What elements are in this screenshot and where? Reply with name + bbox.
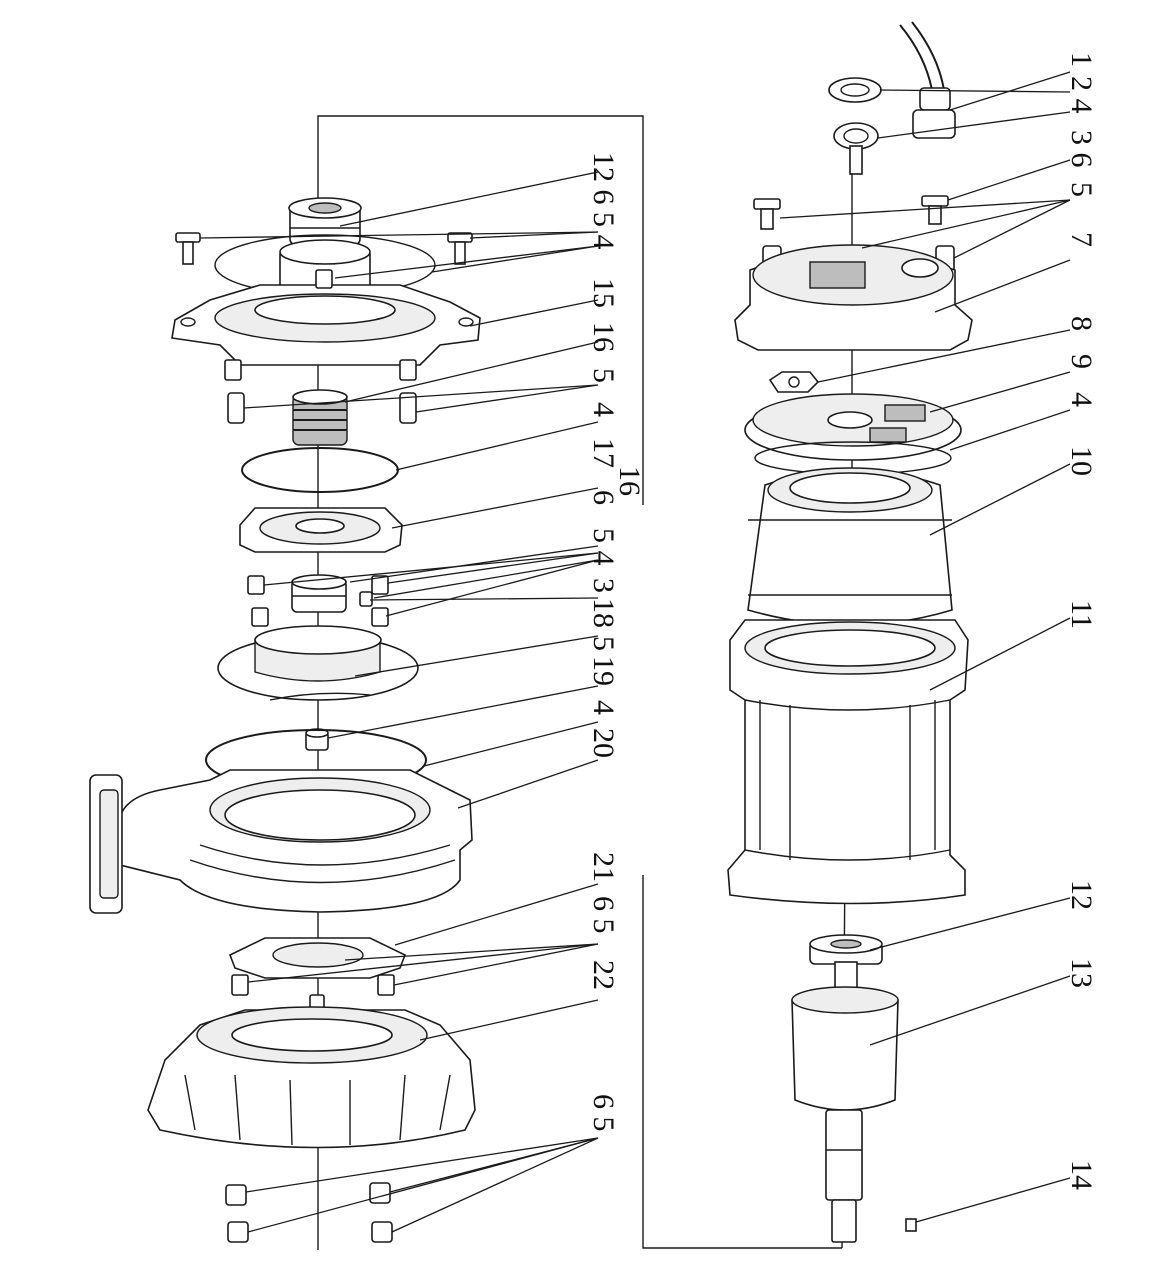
label-10: 10 (1065, 446, 1098, 476)
label-3: 3 (587, 578, 620, 593)
label-2-4: 2 4 (1065, 76, 1098, 114)
label-19: 19 (587, 656, 620, 686)
bottom-plate-part (228, 937, 407, 1016)
base-stand-part (147, 1006, 476, 1149)
label-21: 21 (587, 852, 620, 882)
motor-housing-part (727, 619, 969, 905)
power-cable-part (899, 21, 956, 139)
label-20: 20 (587, 728, 620, 758)
label-12-6: 12 6 (587, 152, 620, 205)
pump-casing-part (89, 769, 473, 914)
label-4: 4 (1065, 392, 1098, 407)
label-9: 9 (1065, 354, 1098, 369)
label-5-4-top: 5 4 (587, 212, 620, 250)
label-5-lower: 5 (587, 636, 620, 651)
impeller-part (217, 625, 419, 701)
seal-plate-part (239, 507, 403, 553)
rotor-part (791, 961, 899, 1243)
upper-end-plate-part (744, 393, 962, 475)
label-6-5-mid: 6 5 (587, 896, 620, 934)
motor-top-cover-part (734, 244, 973, 351)
label-6-5-bottom: 6 5 (587, 1094, 620, 1132)
label-17: 17 (587, 438, 620, 468)
label-1: 1 (1065, 52, 1098, 67)
label-3-6: 3 6 (1065, 130, 1098, 168)
lower-right-frame (642, 875, 842, 1249)
label-7: 7 (1065, 232, 1098, 247)
label-13: 13 (1065, 958, 1098, 988)
shaft-key-part (905, 1218, 917, 1232)
base-bolts-part (225, 1182, 393, 1243)
label-16-top: 16 (587, 322, 620, 352)
mechanical-seal-part (227, 389, 417, 446)
upper-bearing-part (288, 197, 362, 246)
label-5-upper: 5 (587, 368, 620, 383)
lower-bearing-part (809, 934, 883, 965)
bearing-retainer-part (768, 371, 820, 393)
label-4-upper: 4 (587, 402, 620, 417)
label-6-mid: 6 (587, 490, 620, 505)
label-16-side: 16 (613, 466, 646, 496)
cable-gasket-part (828, 77, 882, 175)
right-labels: 1 2 4 3 6 5 7 8 9 4 10 11 12 13 14 (1065, 52, 1098, 1190)
left-labels: 12 6 5 4 15 16 5 4 17 16 6 5 4 3 18 5 19… (587, 152, 646, 1132)
upper-bracket-part (171, 234, 481, 381)
impeller-nut-part (305, 728, 329, 751)
label-15: 15 (587, 278, 620, 308)
label-5: 5 (1065, 182, 1098, 197)
o-ring-part (241, 447, 399, 493)
label-12: 12 (1065, 880, 1098, 910)
label-11: 11 (1065, 600, 1098, 629)
label-8: 8 (1065, 316, 1098, 331)
leader-lines (199, 71, 1071, 1233)
label-22: 22 (587, 960, 620, 990)
stator-part (747, 467, 953, 626)
label-5-4-mid: 5 4 (587, 528, 620, 566)
label-4-lower: 4 (587, 700, 620, 715)
label-18: 18 (587, 598, 620, 628)
label-14: 14 (1065, 1160, 1098, 1190)
